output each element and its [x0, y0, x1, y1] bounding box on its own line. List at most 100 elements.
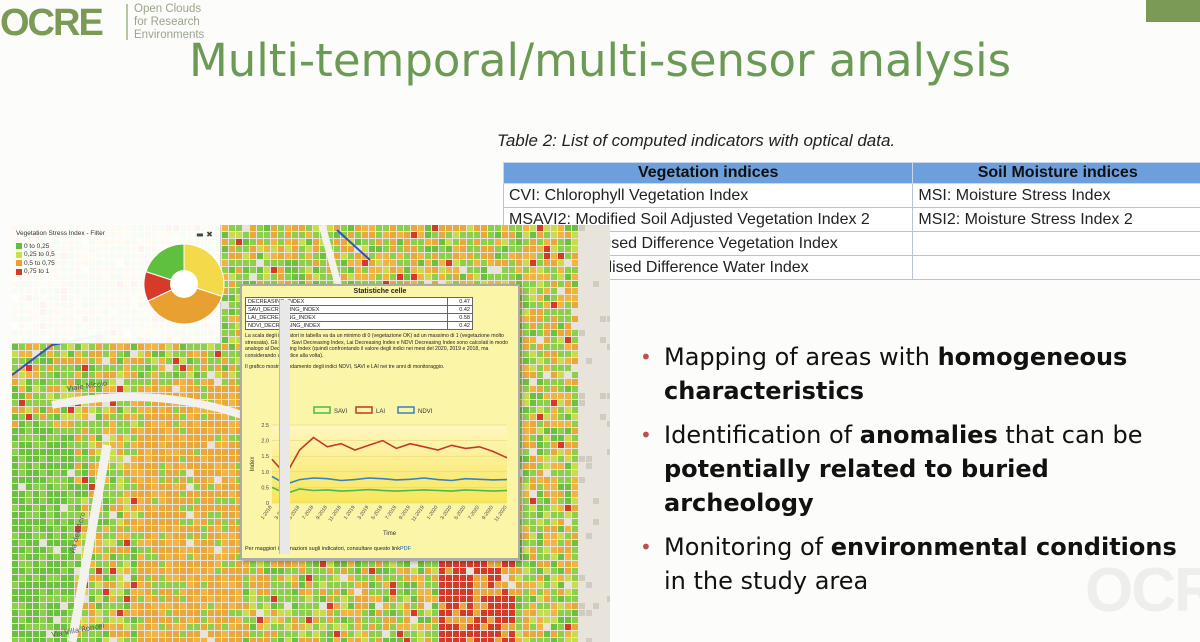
map-cell[interactable] [110, 344, 116, 350]
map-cell[interactable] [299, 267, 305, 273]
map-cell[interactable] [586, 232, 592, 238]
map-cell[interactable] [68, 477, 74, 483]
map-cell[interactable] [593, 400, 599, 406]
map-cell[interactable] [397, 568, 403, 574]
map-cell[interactable] [383, 603, 389, 609]
map-cell[interactable] [103, 596, 109, 602]
map-cell[interactable] [236, 624, 242, 630]
map-cell[interactable] [523, 428, 529, 434]
map-cell[interactable] [313, 596, 319, 602]
map-cell[interactable] [544, 540, 550, 546]
map-cell[interactable] [33, 575, 39, 581]
map-cell[interactable] [551, 421, 557, 427]
map-cell[interactable] [278, 610, 284, 616]
map-cell[interactable] [537, 225, 543, 231]
map-cell[interactable] [152, 568, 158, 574]
map-cell[interactable] [201, 358, 207, 364]
map-cell[interactable] [376, 561, 382, 567]
map-cell[interactable] [166, 407, 172, 413]
map-cell[interactable] [481, 610, 487, 616]
map-cell[interactable] [75, 491, 81, 497]
map-cell[interactable] [593, 540, 599, 546]
map-cell[interactable] [54, 582, 60, 588]
map-cell[interactable] [383, 239, 389, 245]
map-cell[interactable] [208, 526, 214, 532]
map-cell[interactable] [215, 456, 221, 462]
map-cell[interactable] [201, 491, 207, 497]
map-cell[interactable] [103, 610, 109, 616]
map-cell[interactable] [383, 267, 389, 273]
map-cell[interactable] [285, 267, 291, 273]
map-cell[interactable] [481, 267, 487, 273]
map-cell[interactable] [495, 260, 501, 266]
map-cell[interactable] [145, 512, 151, 518]
map-cell[interactable] [600, 505, 606, 511]
map-cell[interactable] [89, 610, 95, 616]
map-cell[interactable] [117, 596, 123, 602]
map-cell[interactable] [607, 449, 610, 455]
map-cell[interactable] [607, 589, 610, 595]
map-cell[interactable] [264, 274, 270, 280]
map-cell[interactable] [75, 358, 81, 364]
map-cell[interactable] [530, 498, 536, 504]
map-cell[interactable] [19, 386, 25, 392]
map-cell[interactable] [320, 589, 326, 595]
map-cell[interactable] [537, 491, 543, 497]
map-cell[interactable] [579, 610, 585, 616]
map-cell[interactable] [306, 260, 312, 266]
map-cell[interactable] [229, 393, 235, 399]
map-cell[interactable] [530, 547, 536, 553]
map-cell[interactable] [348, 260, 354, 266]
map-cell[interactable] [138, 505, 144, 511]
map-cell[interactable] [166, 547, 172, 553]
map-cell[interactable] [222, 512, 228, 518]
map-cell[interactable] [278, 561, 284, 567]
map-cell[interactable] [523, 379, 529, 385]
map-cell[interactable] [12, 589, 18, 595]
map-cell[interactable] [124, 435, 130, 441]
map-cell[interactable] [320, 617, 326, 623]
map-cell[interactable] [572, 617, 578, 623]
map-cell[interactable] [47, 519, 53, 525]
map-cell[interactable] [579, 428, 585, 434]
map-cell[interactable] [124, 463, 130, 469]
map-cell[interactable] [180, 421, 186, 427]
map-cell[interactable] [530, 288, 536, 294]
map-cell[interactable] [54, 561, 60, 567]
map-cell[interactable] [243, 225, 249, 231]
map-cell[interactable] [523, 505, 529, 511]
map-cell[interactable] [180, 547, 186, 553]
map-cell[interactable] [117, 463, 123, 469]
map-cell[interactable] [551, 540, 557, 546]
map-cell[interactable] [47, 435, 53, 441]
map-cell[interactable] [404, 610, 410, 616]
map-cell[interactable] [159, 512, 165, 518]
map-cell[interactable] [54, 358, 60, 364]
map-cell[interactable] [523, 589, 529, 595]
map-cell[interactable] [96, 575, 102, 581]
map-cell[interactable] [33, 351, 39, 357]
map-cell[interactable] [593, 484, 599, 490]
map-cell[interactable] [215, 379, 221, 385]
map-cell[interactable] [397, 589, 403, 595]
map-cell[interactable] [166, 561, 172, 567]
map-cell[interactable] [19, 456, 25, 462]
map-cell[interactable] [390, 589, 396, 595]
map-cell[interactable] [397, 246, 403, 252]
map-cell[interactable] [292, 253, 298, 259]
map-cell[interactable] [607, 463, 610, 469]
map-cell[interactable] [600, 414, 606, 420]
map-cell[interactable] [194, 575, 200, 581]
map-cell[interactable] [19, 624, 25, 630]
map-cell[interactable] [166, 575, 172, 581]
map-cell[interactable] [40, 400, 46, 406]
map-cell[interactable] [47, 484, 53, 490]
map-cell[interactable] [467, 225, 473, 231]
map-cell[interactable] [229, 505, 235, 511]
map-cell[interactable] [439, 239, 445, 245]
map-cell[interactable] [26, 519, 32, 525]
map-cell[interactable] [523, 449, 529, 455]
map-cell[interactable] [187, 596, 193, 602]
map-cell[interactable] [12, 498, 18, 504]
map-cell[interactable] [383, 274, 389, 280]
